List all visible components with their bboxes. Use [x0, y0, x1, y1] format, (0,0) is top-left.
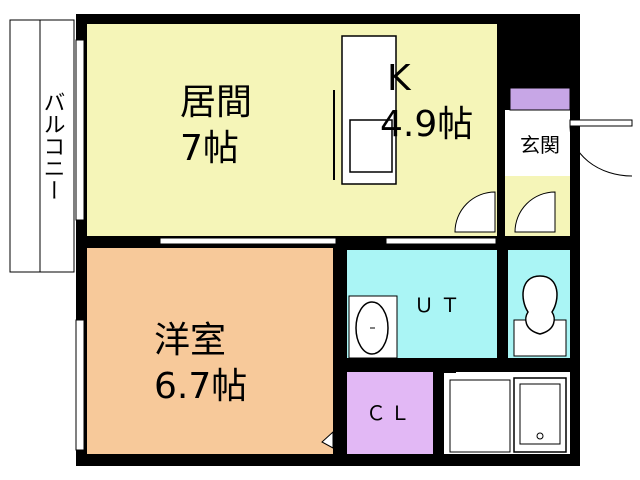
toilet-bowl	[522, 275, 558, 335]
window-living	[75, 39, 85, 221]
unit-bath-label: ＵＴ	[414, 293, 466, 317]
western-name: 洋室	[154, 320, 226, 361]
living-name: 居間	[180, 82, 252, 123]
western-room	[87, 248, 333, 454]
window-western	[75, 319, 85, 451]
bathtub-floor	[449, 379, 511, 453]
balcony-label: バルコニー	[40, 91, 65, 201]
door-arc-kitchen	[454, 191, 496, 233]
entrance-label: 玄関	[520, 133, 560, 157]
shoe-shelf	[509, 87, 571, 111]
door-arc-hall	[514, 191, 556, 233]
entrance-door	[569, 119, 633, 127]
closet	[347, 372, 433, 454]
bathtub-drain	[536, 432, 544, 440]
kitchen-name: K	[387, 58, 412, 99]
closet-label: ＣＬ	[366, 401, 414, 425]
door-marker	[321, 430, 334, 449]
kitchen-size: 4.9帖	[380, 104, 473, 145]
entrance	[505, 110, 570, 176]
western-size: 6.7帖	[154, 366, 247, 407]
sink	[349, 119, 393, 173]
balcony	[9, 19, 75, 273]
living-size: 7帖	[180, 128, 239, 169]
